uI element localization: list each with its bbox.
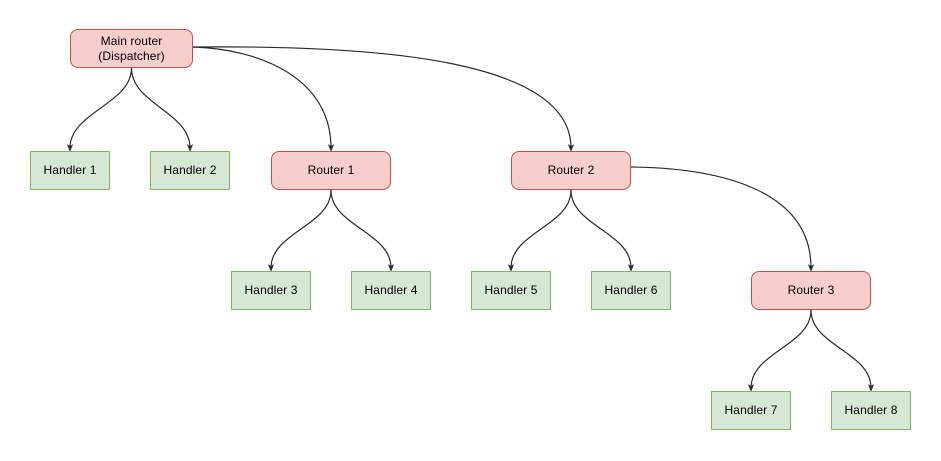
- node-handler-2[interactable]: Handler 2: [150, 151, 230, 190]
- edge-main-to-handler-2: [130, 67, 194, 152]
- edge-router-3-to-handler-8: [810, 309, 875, 392]
- node-main-router[interactable]: Main router (Dispatcher): [70, 29, 193, 68]
- node-label-router-1: Router 1: [307, 163, 355, 177]
- node-handler-5[interactable]: Handler 5: [471, 271, 551, 310]
- node-label-router-2: Router 2: [547, 163, 595, 177]
- node-label-router-3: Router 3: [787, 283, 835, 297]
- edge-router-3-to-handler-7: [747, 309, 812, 392]
- node-handler-1[interactable]: Handler 1: [30, 151, 110, 190]
- edge-router-2-to-router-3: [630, 166, 815, 272]
- node-label-handler-8: Handler 8: [844, 403, 898, 417]
- node-label-handler-2: Handler 2: [163, 163, 217, 177]
- node-handler-7[interactable]: Handler 7: [711, 391, 791, 430]
- node-handler-4[interactable]: Handler 4: [351, 271, 431, 310]
- node-label-handler-1: Handler 1: [43, 163, 97, 177]
- edge-main-to-handler-1: [66, 67, 133, 152]
- node-handler-3[interactable]: Handler 3: [231, 271, 311, 310]
- edge-router-2-to-handler-6: [570, 189, 635, 272]
- edge-router-1-to-handler-4: [330, 189, 395, 272]
- node-label-main-router: Main router (Dispatcher): [98, 33, 165, 63]
- edges-group: [66, 46, 875, 392]
- edge-main-to-router-1: [192, 46, 335, 152]
- node-label-handler-3: Handler 3: [244, 283, 298, 297]
- node-router-1[interactable]: Router 1: [271, 151, 391, 190]
- node-label-handler-7: Handler 7: [724, 403, 778, 417]
- node-handler-8[interactable]: Handler 8: [831, 391, 911, 430]
- node-label-handler-4: Handler 4: [364, 283, 418, 297]
- edge-router-1-to-handler-3: [267, 189, 332, 272]
- node-router-2[interactable]: Router 2: [511, 151, 631, 190]
- edge-main-to-router-2: [192, 46, 575, 152]
- node-handler-6[interactable]: Handler 6: [591, 271, 671, 310]
- node-label-handler-5: Handler 5: [484, 283, 538, 297]
- edge-router-2-to-handler-5: [507, 189, 572, 272]
- node-label-handler-6: Handler 6: [604, 283, 658, 297]
- node-router-3[interactable]: Router 3: [751, 271, 871, 310]
